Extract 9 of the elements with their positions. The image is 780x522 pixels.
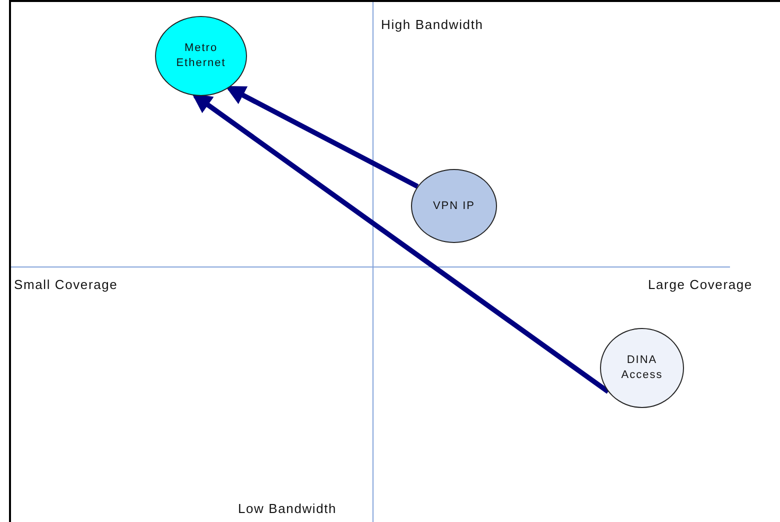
axis-label: High Bandwidth (381, 17, 484, 32)
axis-label: Low Bandwidth (238, 501, 337, 516)
node-label: Metro Ethernet (175, 41, 227, 71)
node-label: DINA Access (620, 353, 664, 383)
arrow (192, 93, 610, 394)
axis-label: Large Coverage (648, 277, 752, 292)
node-label: VPN IP (432, 198, 476, 214)
axis-label: Small Coverage (14, 277, 118, 292)
arrow (225, 86, 419, 189)
